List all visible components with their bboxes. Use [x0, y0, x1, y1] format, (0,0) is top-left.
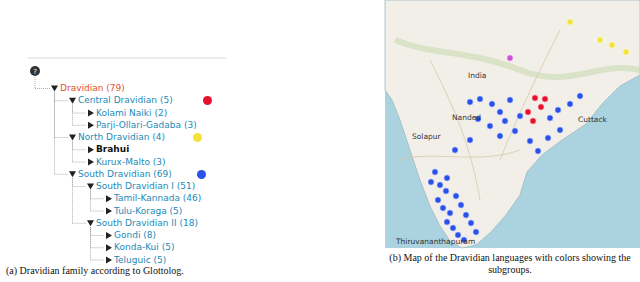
tree-trunk: [72, 105, 73, 126]
language-dots: [428, 19, 629, 243]
legend-swatch: [193, 133, 202, 142]
tree-group-label: Central Dravidian (5): [78, 95, 173, 106]
tree-label: Gondi (8): [114, 230, 156, 241]
map-place-label: Solapur: [412, 131, 441, 142]
tree-label: Tulu-Koraga (5): [114, 206, 182, 217]
tree-toggle: [69, 98, 76, 104]
tree-branch: [35, 88, 50, 89]
tree-label: South Dravidian I (51): [96, 181, 195, 192]
tree-branch: [73, 113, 87, 114]
figure-caption: (b) Map of the Dravidian languages with …: [384, 252, 636, 276]
tree-branch: [73, 149, 87, 150]
tree-branch: [91, 235, 105, 236]
tree-toggle: [88, 110, 94, 117]
map-place-label: Thiruvananthapuram: [396, 236, 475, 247]
tree-branch: [91, 211, 105, 212]
tree-label: Dravidian (79): [60, 83, 125, 94]
tree-toggle: [106, 195, 112, 202]
tree-label: Brahui: [96, 144, 129, 155]
tree-branch: [73, 162, 87, 163]
tree-branch: [91, 247, 105, 248]
tree-toggle: [106, 208, 112, 215]
tree-branch: [55, 100, 69, 101]
tree-group-label: North Dravidian (4): [78, 132, 165, 143]
tree-label: Teluguic (5): [114, 255, 166, 266]
tree-header: ?: [28, 58, 226, 76]
tree-label: South Dravidian II (18): [96, 218, 198, 229]
tree-branch: [91, 198, 105, 199]
tree-toggle: [87, 184, 94, 190]
tree-branch: [91, 260, 105, 261]
map-place-label: Nanded: [452, 112, 481, 123]
tree-toggle: [88, 146, 94, 153]
tree-label: Kolami Naiki (2): [96, 108, 167, 119]
tree-toggle: [88, 159, 94, 166]
map-background: [385, 0, 640, 248]
tree-branch: [55, 137, 69, 138]
tree-label: Parji-Ollari-Gadaba (3): [96, 120, 197, 131]
tree-label: Konda-Kui (5): [114, 242, 174, 253]
tree-toggle: [106, 257, 112, 264]
tree-branch: [55, 174, 69, 175]
tree-toggle: [69, 171, 76, 177]
tree-trunk: [72, 142, 73, 163]
tree-trunk: [90, 227, 91, 260]
legend-swatch: [197, 170, 206, 179]
tree-toggle: [87, 220, 94, 226]
tree-branch: [73, 186, 87, 187]
tree-trunk: [54, 93, 55, 175]
tree-toggle: [106, 244, 112, 251]
tree-group-label: South Dravidian (69): [78, 169, 172, 180]
tree-trunk: [72, 178, 73, 223]
figure-caption: (a) Dravidian family according to Glotto…: [6, 265, 306, 277]
tree-trunk: [35, 77, 36, 89]
tree-label: Kurux-Malto (3): [96, 157, 166, 168]
tree-label: Tamil-Kannada (46): [114, 193, 201, 204]
tree-toggle: [51, 86, 58, 92]
tree-branch: [73, 223, 87, 224]
tree-branch: [73, 125, 87, 126]
tree-toggle: [88, 122, 94, 129]
map-place-label: India: [468, 70, 486, 81]
tree-toggle: [69, 135, 76, 141]
tree-toggle: [106, 232, 112, 239]
legend-swatch: [203, 96, 212, 105]
map-place-label: Cuttack: [578, 114, 607, 125]
tree-trunk: [90, 191, 91, 212]
svg-text:?: ?: [33, 68, 37, 76]
